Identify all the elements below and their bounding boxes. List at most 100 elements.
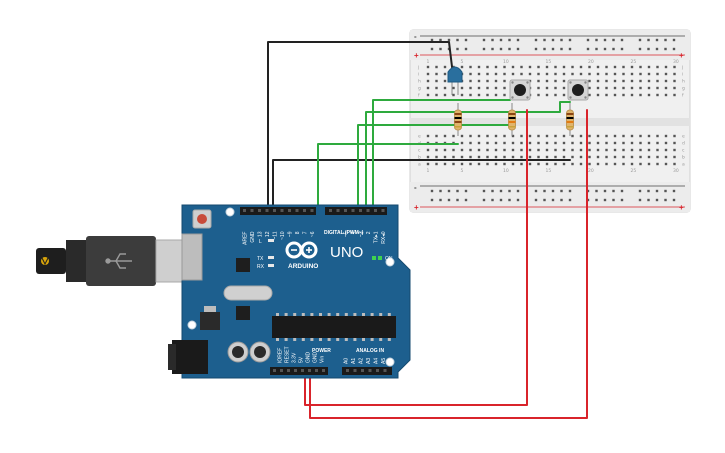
breadboard-hole[interactable]	[486, 148, 489, 152]
breadboard-hole[interactable]	[622, 65, 625, 69]
rail-hole[interactable]	[586, 47, 590, 51]
breadboard-hole[interactable]	[630, 72, 634, 76]
breadboard-hole[interactable]	[486, 72, 489, 76]
breadboard-hole[interactable]	[511, 134, 515, 138]
breadboard-hole[interactable]	[622, 155, 625, 159]
breadboard-hole[interactable]	[656, 72, 659, 76]
breadboard-hole[interactable]	[562, 141, 566, 145]
breadboard-hole[interactable]	[503, 141, 506, 145]
rail-hole[interactable]	[482, 38, 486, 42]
breadboard-hole[interactable]	[605, 72, 608, 76]
breadboard-hole[interactable]	[639, 134, 642, 138]
rail-hole[interactable]	[620, 189, 624, 193]
breadboard-hole[interactable]	[545, 155, 549, 159]
breadboard-hole[interactable]	[596, 79, 600, 83]
rail-hole[interactable]	[647, 47, 650, 51]
breadboard-hole[interactable]	[469, 79, 472, 83]
rail-hole[interactable]	[456, 198, 459, 202]
breadboard-hole[interactable]	[477, 65, 481, 69]
rail-hole[interactable]	[603, 198, 607, 202]
breadboard-hole[interactable]	[605, 86, 608, 90]
breadboard-hole[interactable]	[562, 79, 566, 83]
header-pin[interactable]	[288, 209, 291, 212]
breadboard-hole[interactable]	[562, 134, 566, 138]
breadboard-hole[interactable]	[469, 148, 472, 152]
breadboard-hole[interactable]	[562, 93, 566, 97]
breadboard-hole[interactable]	[622, 93, 625, 97]
rail-hole[interactable]	[508, 189, 511, 193]
breadboard-hole[interactable]	[435, 155, 438, 159]
rail-hole[interactable]	[664, 38, 667, 42]
breadboard-hole[interactable]	[639, 148, 642, 152]
breadboard-hole[interactable]	[486, 134, 489, 138]
breadboard-hole[interactable]	[469, 141, 472, 145]
breadboard-hole[interactable]	[605, 93, 608, 97]
breadboard-hole[interactable]	[554, 162, 557, 166]
breadboard-hole[interactable]	[656, 155, 659, 159]
breadboard-hole[interactable]	[673, 79, 676, 83]
breadboard-hole[interactable]	[622, 86, 625, 90]
breadboard-hole[interactable]	[562, 86, 566, 90]
rail-hole[interactable]	[612, 189, 615, 193]
breadboard-hole[interactable]	[477, 79, 481, 83]
rail-hole[interactable]	[568, 47, 572, 51]
rail-hole[interactable]	[612, 38, 615, 42]
rail-hole[interactable]	[499, 38, 503, 42]
breadboard-hole[interactable]	[426, 134, 430, 138]
rail-hole[interactable]	[568, 198, 572, 202]
breadboard-hole[interactable]	[435, 93, 438, 97]
breadboard-hole[interactable]	[605, 141, 608, 145]
breadboard-hole[interactable]	[537, 134, 540, 138]
header-pin[interactable]	[353, 369, 357, 372]
breadboard-hole[interactable]	[613, 65, 617, 69]
rail-hole[interactable]	[508, 38, 511, 42]
rail-hole[interactable]	[499, 47, 503, 51]
breadboard-hole[interactable]	[596, 65, 600, 69]
breadboard-hole[interactable]	[562, 162, 566, 166]
breadboard-hole[interactable]	[460, 134, 464, 138]
breadboard-hole[interactable]	[528, 141, 532, 145]
breadboard-hole[interactable]	[486, 141, 489, 145]
breadboard-hole[interactable]	[664, 162, 668, 166]
rail-hole[interactable]	[551, 38, 555, 42]
breadboard-hole[interactable]	[494, 65, 498, 69]
header-pin[interactable]	[368, 369, 372, 372]
breadboard-hole[interactable]	[494, 79, 498, 83]
breadboard-hole[interactable]	[613, 155, 617, 159]
rail-hole[interactable]	[664, 189, 667, 193]
breadboard-hole[interactable]	[469, 155, 472, 159]
breadboard-hole[interactable]	[494, 86, 498, 90]
rail-hole[interactable]	[595, 38, 598, 42]
breadboard-hole[interactable]	[443, 162, 447, 166]
breadboard-hole[interactable]	[443, 65, 447, 69]
rail-hole[interactable]	[560, 47, 563, 51]
breadboard-hole[interactable]	[494, 141, 498, 145]
breadboard-hole[interactable]	[639, 86, 642, 90]
breadboard-hole[interactable]	[469, 86, 472, 90]
breadboard-hole[interactable]	[503, 79, 506, 83]
breadboard-hole[interactable]	[511, 162, 515, 166]
breadboard-hole[interactable]	[477, 86, 481, 90]
breadboard-hole[interactable]	[562, 72, 566, 76]
breadboard-hole[interactable]	[511, 155, 515, 159]
breadboard-hole[interactable]	[528, 65, 532, 69]
breadboard-hole[interactable]	[435, 65, 438, 69]
breadboard-hole[interactable]	[486, 93, 489, 97]
breadboard-hole[interactable]	[537, 148, 540, 152]
breadboard-hole[interactable]	[545, 86, 549, 90]
rail-hole[interactable]	[534, 47, 538, 51]
breadboard-hole[interactable]	[443, 93, 447, 97]
breadboard-hole[interactable]	[639, 162, 642, 166]
breadboard-hole[interactable]	[605, 79, 608, 83]
analog-header[interactable]	[342, 367, 392, 375]
breadboard-hole[interactable]	[571, 162, 574, 166]
header-pin[interactable]	[301, 369, 304, 372]
breadboard-hole[interactable]	[673, 148, 676, 152]
breadboard-hole[interactable]	[511, 141, 515, 145]
breadboard-hole[interactable]	[477, 141, 481, 145]
breadboard-hole[interactable]	[647, 65, 651, 69]
breadboard-hole[interactable]	[673, 72, 676, 76]
breadboard-hole[interactable]	[494, 72, 498, 76]
rail-hole[interactable]	[430, 189, 434, 193]
breadboard-hole[interactable]	[426, 72, 430, 76]
